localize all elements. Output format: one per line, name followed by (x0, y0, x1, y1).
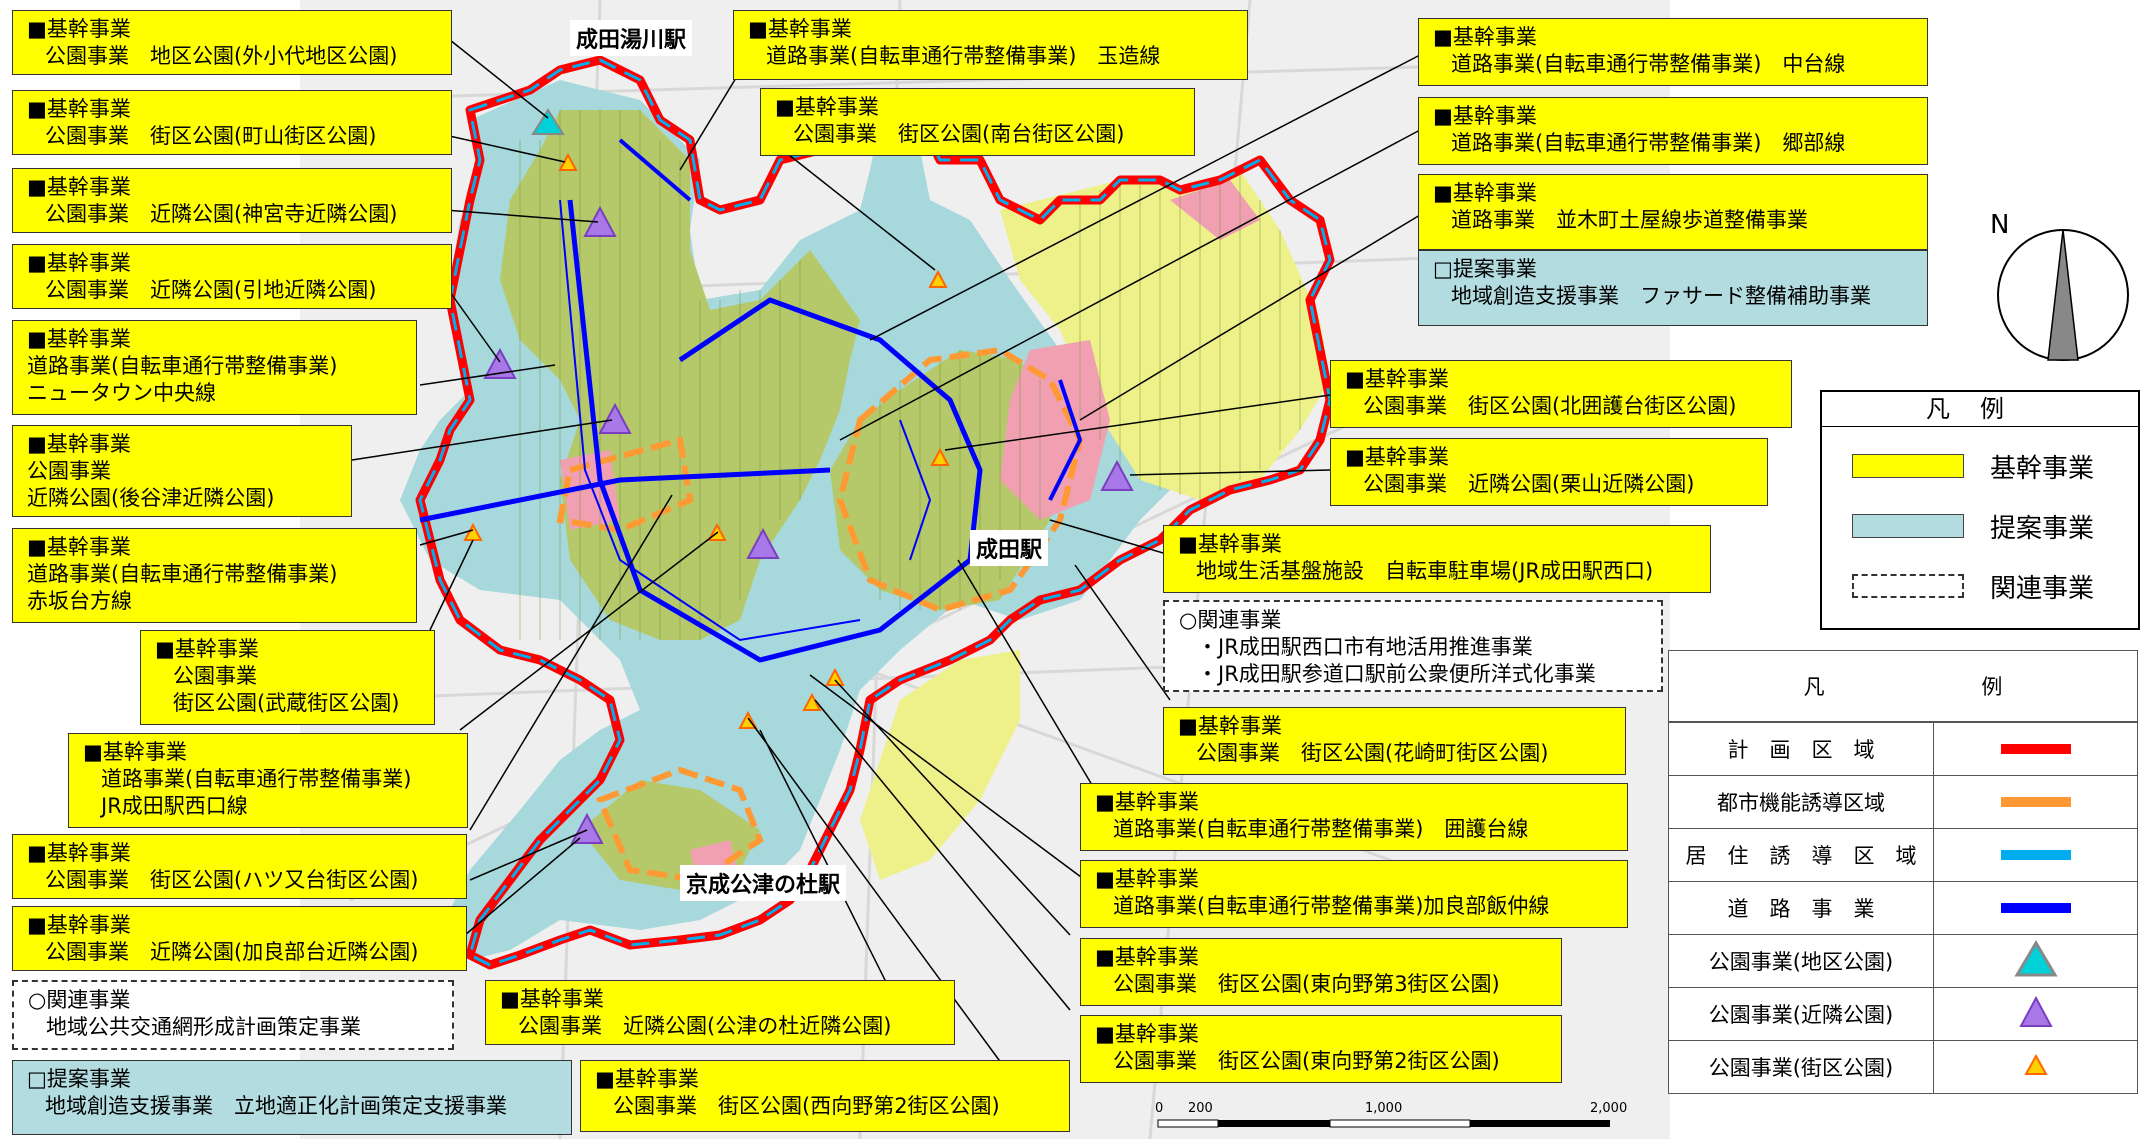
callout-minamidai-block-park: ■基幹事業公園事業 街区公園(南台街区公園) (760, 88, 1195, 156)
callout-tamatsukuri-line: ■基幹事業道路事業(自転車通行帯整備事業) 玉造線 (733, 10, 1248, 80)
red-line-icon (2000, 744, 2071, 754)
legend2-label: 公園事業(近隣公園) (1668, 987, 1934, 1041)
station-label-koutsu: 京成公津の杜駅 (680, 865, 847, 901)
legend2-label: 居 住 誘 導 区 域 (1668, 828, 1934, 882)
callout-bicycle-parking: ■基幹事業地域生活基盤施設 自転車駐車場(JR成田駅西口) (1163, 525, 1711, 593)
callout-kuriyama-neighborhood-park: ■基幹事業公園事業 近隣公園(栗山近隣公園) (1330, 438, 1768, 506)
legend-project-type: 凡例 基幹事業 提案事業 関連事業 (1820, 390, 2140, 630)
legend-item-core: 基幹事業 (1852, 448, 2094, 484)
callout-gobe-line: ■基幹事業道路事業(自転車通行帯整備事業) 郷部線 (1418, 97, 1928, 165)
neighborhood-park-triangle-icon (598, 402, 632, 434)
callout-musashi-block-park: ■基幹事業公園事業街区公園(武蔵街区公園) (140, 630, 435, 725)
callout-location-optimization-plan: □提案事業地域創造支援事業 立地適正化計画策定支援事業 (12, 1060, 572, 1135)
callout-newtown-central-line: ■基幹事業道路事業(自転車通行帯整備事業)ニュータウン中央線 (12, 320, 417, 415)
block-park-triangle-icon (930, 447, 950, 466)
scale-bar (1157, 1119, 1610, 1128)
callout-karabedai-neighborhood-park: ■基幹事業公園事業 近隣公園(加良部台近隣公園) (12, 906, 467, 971)
callout-hikiji-neighborhood-park: ■基幹事業公園事業 近隣公園(引地近隣公園) (12, 244, 452, 309)
north-arrow-icon (1997, 229, 2129, 361)
cyan-line-icon (2000, 850, 2071, 860)
leader-lines (351, 39, 1421, 1076)
neighborhood-park-triangle-icon (1100, 459, 1134, 491)
legend2-label: 道 路 事 業 (1668, 881, 1934, 935)
neighborhood-park-triangle-icon (746, 527, 780, 559)
callout-gaikodai-district-park: ■基幹事業公園事業 地区公園(外小代地区公園) (12, 10, 452, 75)
block-park-triangle-icon (825, 667, 845, 686)
callout-ushiroyatsu-neighborhood-park: ■基幹事業公園事業近隣公園(後谷津近隣公園) (12, 425, 352, 517)
north-label: N (1990, 210, 2010, 240)
callout-kitaigodai-block-park: ■基幹事業公園事業 街区公園(北囲護台街区公園) (1330, 360, 1792, 428)
legend-item-proposal: 提案事業 (1852, 508, 2094, 544)
cyan-triangle-icon (2013, 939, 2058, 976)
station-label-yukawa: 成田湯川駅 (570, 20, 693, 56)
callout-hanasakicho-block-park: ■基幹事業公園事業 街区公園(花崎町街区公園) (1163, 707, 1626, 775)
callout-namikicho-tsuchiya-sidewalk: ■基幹事業道路事業 並木町土屋線歩道整備事業 (1418, 174, 1928, 250)
legend2-title-left: 凡 (1803, 675, 1825, 699)
callout-public-transport-plan: ○関連事業地域公共交通網形成計画策定事業 (12, 980, 454, 1050)
neighborhood-park-triangle-icon (483, 347, 517, 379)
callout-jr-narita-west-exit-line: ■基幹事業道路事業(自転車通行帯整備事業)JR成田駅西口線 (68, 733, 468, 828)
legend2-label: 都市機能誘導区域 (1668, 775, 1934, 829)
orange-line-icon (2000, 797, 2071, 807)
yellow-swatch-icon (1852, 454, 1964, 478)
callout-machiyama-block-park: ■基幹事業公園事業 街区公園(町山街区公園) (12, 90, 452, 155)
blue-line-icon (2000, 903, 2071, 913)
district-park-triangle-icon (531, 108, 565, 135)
block-park-triangle-icon (928, 269, 948, 288)
purple-triangle-icon (2018, 995, 2053, 1027)
planning-area-yellow (860, 170, 1330, 880)
legend-symbols: 凡 例 計 画 区 域 都市機能誘導区域 居 住 誘 導 区 域 道 路 事 業… (1668, 650, 2138, 1094)
callout-koutsunomori-neighborhood-park: ■基幹事業公園事業 近隣公園(公津の杜近隣公園) (485, 980, 955, 1045)
callout-nakadai-line: ■基幹事業道路事業(自転車通行帯整備事業) 中台線 (1418, 18, 1928, 86)
lightblue-swatch-icon (1852, 514, 1964, 538)
small-yellow-triangle-icon (2023, 1053, 2048, 1075)
scale-label: 1,000 (1365, 1101, 1403, 1116)
dashed-swatch-icon (1852, 574, 1964, 598)
callout-akasakadaikata-line: ■基幹事業道路事業(自転車通行帯整備事業)赤坂台方線 (12, 528, 417, 623)
zone-hatching (519, 110, 1301, 640)
callout-jinguji-neighborhood-park: ■基幹事業公園事業 近隣公園(神宮寺近隣公園) (12, 168, 452, 233)
legend-title: 凡例 (1822, 392, 2138, 427)
callout-facade-subsidy: □提案事業地域創造支援事業 ファサード整備補助事業 (1418, 250, 1928, 326)
callout-karabe-ihnaka-line: ■基幹事業道路事業(自転車通行帯整備事業)加良部飯仲線 (1080, 860, 1628, 928)
station-label-narita: 成田駅 (970, 530, 1049, 566)
legend2-label: 公園事業(地区公園) (1668, 934, 1934, 988)
legend2-title-right: 例 (1981, 675, 2003, 699)
neighborhood-park-triangle-icon (570, 812, 604, 844)
callout-higashimukaino3-block-park: ■基幹事業公園事業 街区公園(東向野第3街区公園) (1080, 938, 1562, 1006)
urban-function-boundary (556, 346, 1084, 884)
callout-higashimukaino2-block-park: ■基幹事業公園事業 街区公園(東向野第2街区公園) (1080, 1015, 1562, 1083)
scale-label: 200 (1188, 1101, 1213, 1116)
block-park-triangle-icon (802, 692, 822, 711)
scale-label: 2,000 (1590, 1101, 1628, 1116)
callout-igodai-line: ■基幹事業道路事業(自転車通行帯整備事業) 囲護台線 (1080, 783, 1628, 851)
legend-item-related: 関連事業 (1852, 568, 2094, 604)
callout-jr-narita-west-related: ○関連事業・JR成田駅西口市有地活用推進事業・JR成田駅参道口駅前公衆便所洋式化… (1163, 600, 1663, 692)
callout-nishimukaino2-block-park: ■基幹事業公園事業 街区公園(西向野第2街区公園) (580, 1060, 1070, 1132)
callout-yatsumatadai-block-park: ■基幹事業公園事業 街区公園(ハツ又台街区公園) (12, 834, 467, 899)
legend2-label: 公園事業(街区公園) (1668, 1040, 1934, 1094)
legend2-label: 計 画 区 域 (1668, 721, 1934, 776)
scale-label: 0 (1155, 1101, 1164, 1116)
